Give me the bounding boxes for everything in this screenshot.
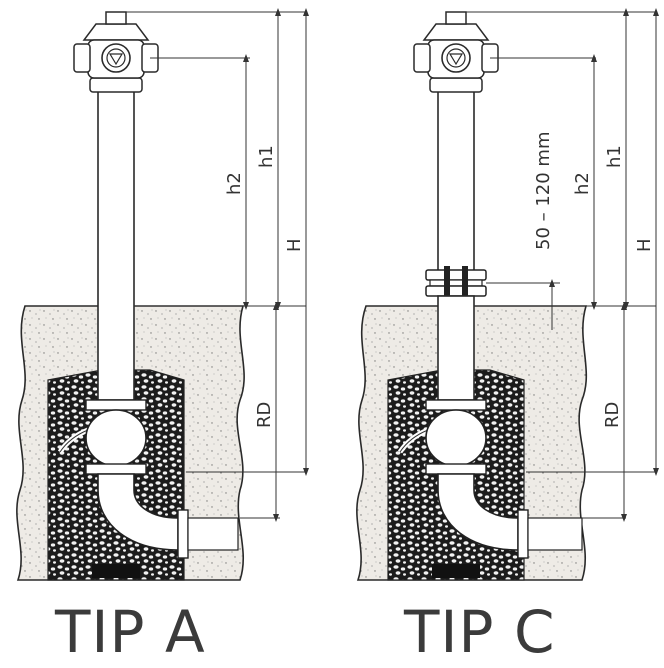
- dim-RD-label: RD: [602, 402, 623, 428]
- base-block: [92, 564, 140, 578]
- hydrant-tip-a: h2 h1 H RD: [16, 8, 309, 581]
- caption-tip-a: TIP A: [55, 598, 206, 666]
- dim-RD-label: RD: [254, 402, 275, 428]
- caption-tip-c: TIP C: [404, 598, 556, 666]
- dim-H-label: H: [284, 238, 305, 252]
- hydrant-head: [413, 11, 499, 93]
- outlet-flange: [177, 509, 189, 559]
- dim-h1-label: h1: [604, 145, 625, 168]
- hydrant-column-lower: [437, 295, 475, 401]
- valve-body: [425, 399, 487, 475]
- dim-range-label: 50 – 120 mm: [533, 132, 554, 251]
- break-flange: [425, 266, 487, 300]
- dim-h1-label: h1: [256, 145, 277, 168]
- dim-h2-label: h2: [224, 172, 245, 195]
- outlet-flange: [517, 509, 529, 559]
- dimensions-tip-c: [466, 8, 659, 522]
- dim-h2-label: h2: [572, 172, 593, 195]
- hydrant-column-upper: [437, 87, 475, 273]
- base-block: [432, 564, 480, 578]
- dimensions-tip-a: [126, 8, 309, 522]
- hydrant-tip-c: 50 – 120 mm h2 h1 H RD: [356, 8, 659, 581]
- dim-H-label: H: [634, 238, 655, 252]
- hydrant-column: [97, 87, 135, 401]
- hydrant-head: [73, 11, 159, 93]
